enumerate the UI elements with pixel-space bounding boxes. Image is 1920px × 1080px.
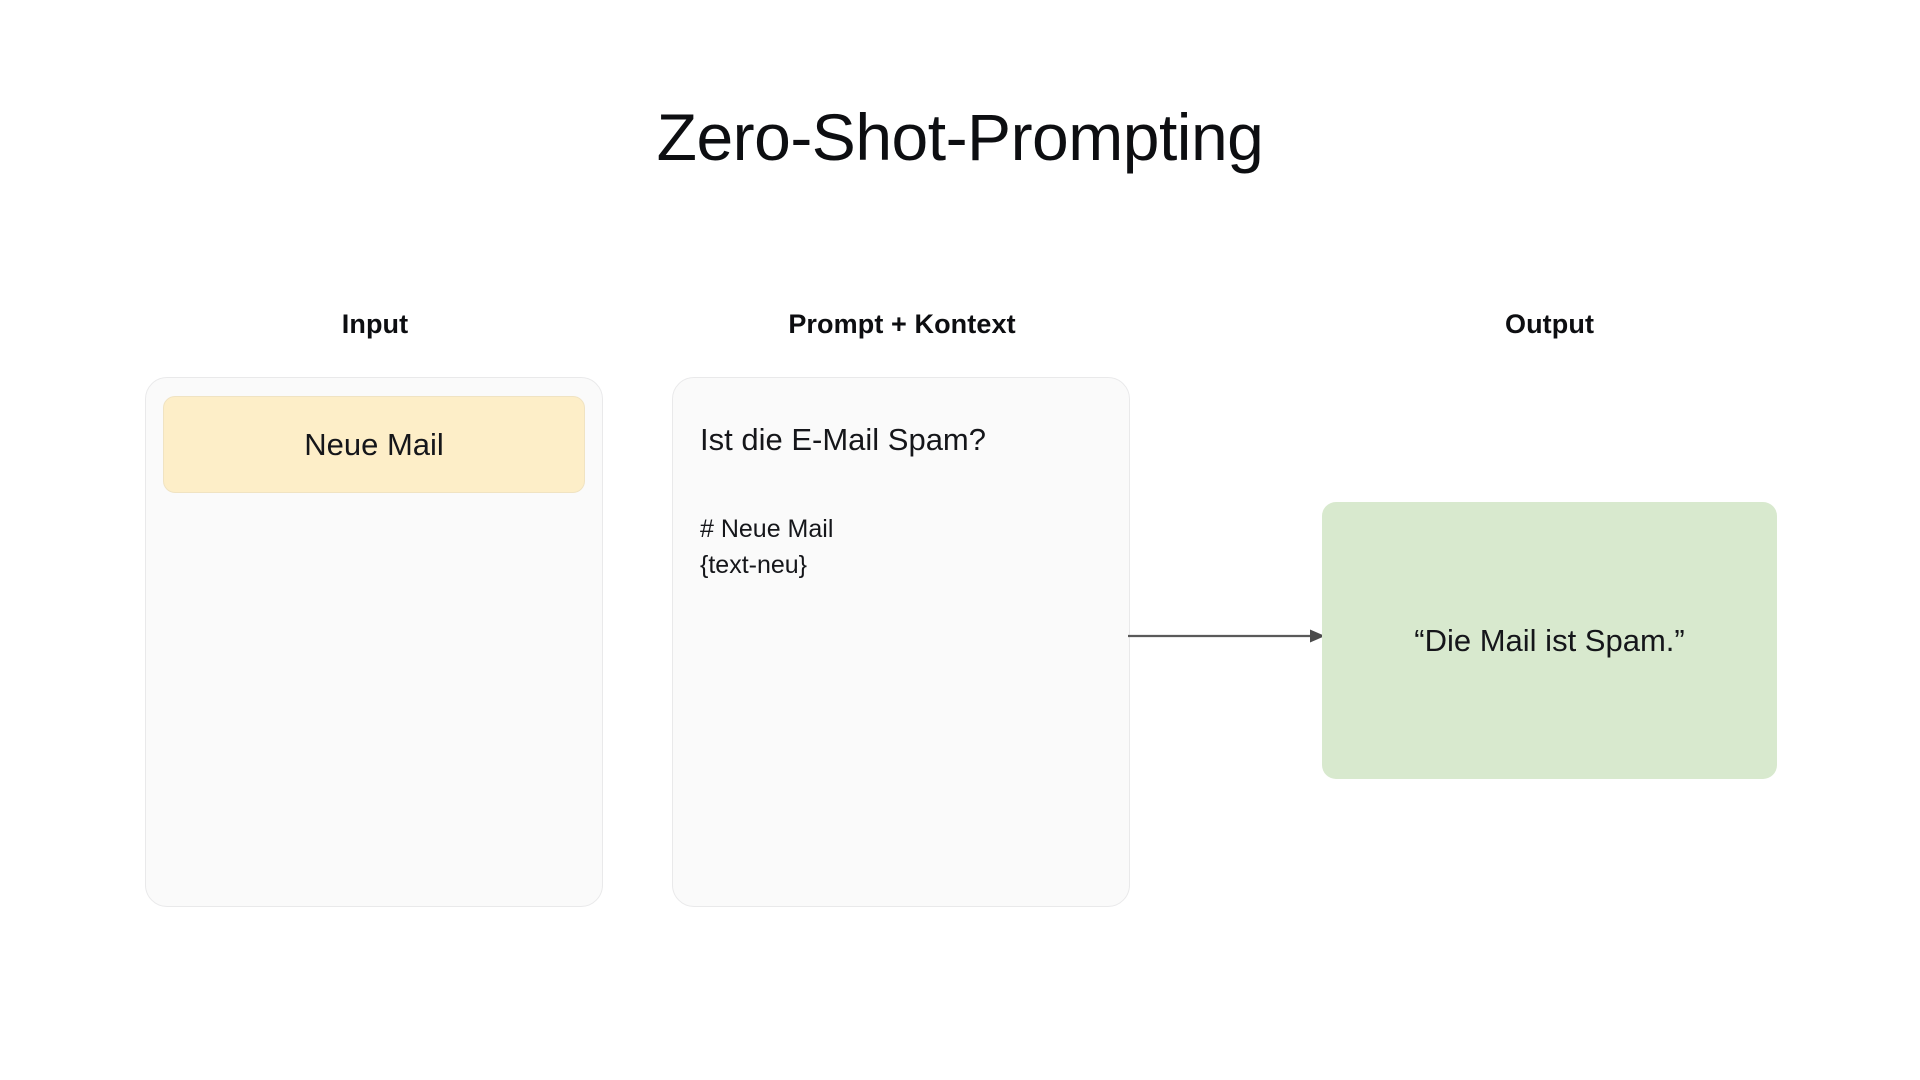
prompt-panel: [672, 377, 1130, 907]
arrow-prompt-to-output-icon: [1128, 629, 1325, 643]
page-title: Zero-Shot-Prompting: [656, 100, 1264, 174]
output-card-answer: “Die Mail ist Spam.”: [1322, 502, 1777, 779]
prompt-context-text: # Neue Mail {text-neu}: [700, 515, 834, 580]
input-card-neue-mail: Neue Mail: [163, 396, 585, 493]
column-header-input: Input: [341, 309, 409, 339]
column-header-output: Output: [1504, 309, 1595, 339]
column-header-prompt: Prompt + Kontext: [788, 309, 1016, 339]
prompt-question-text: Ist die E-Mail Spam?: [700, 422, 986, 457]
